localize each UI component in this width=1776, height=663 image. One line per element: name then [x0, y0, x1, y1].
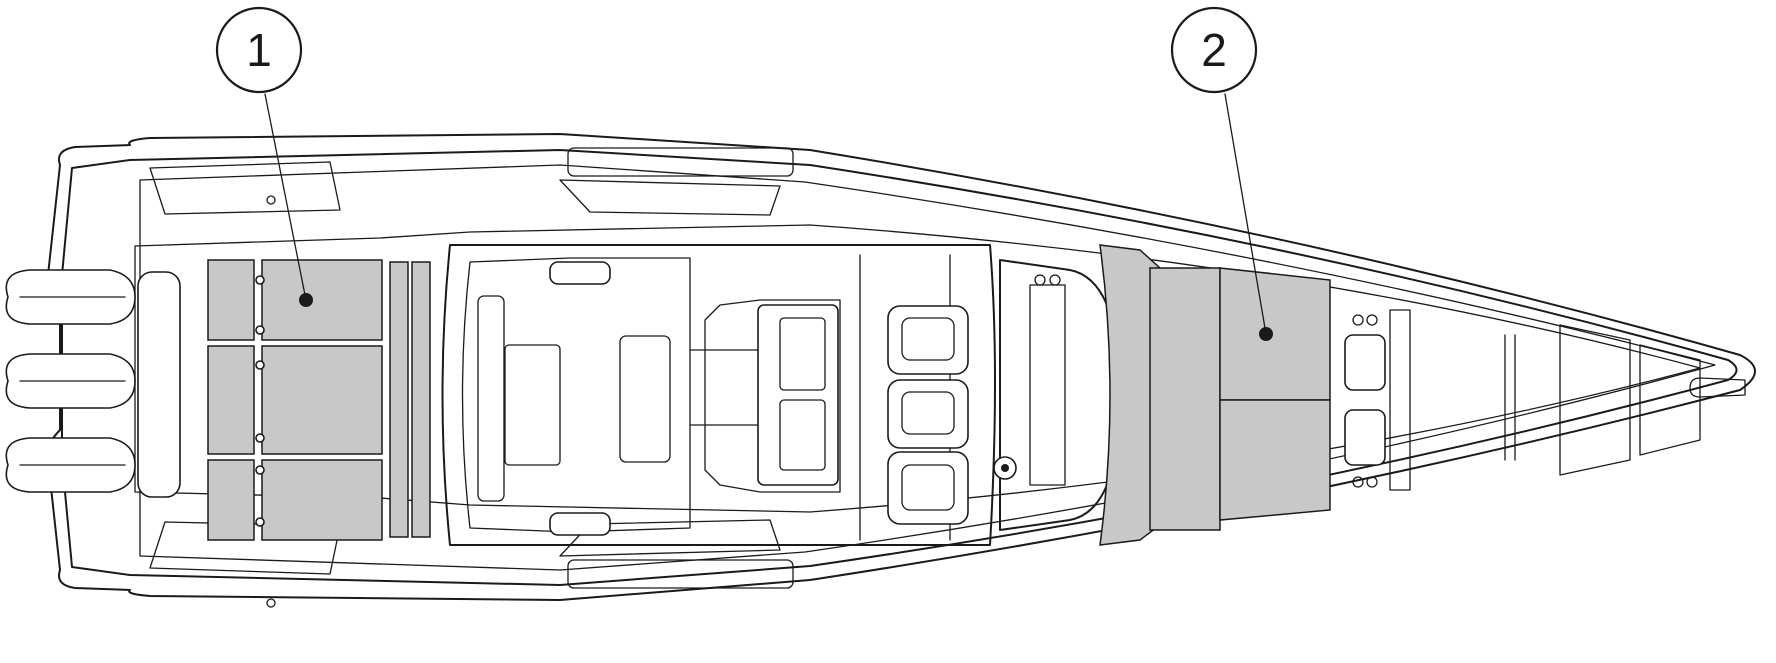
cockpit: [441, 244, 996, 546]
callout-1-number: 1: [246, 24, 272, 76]
helm-seats: [887, 305, 969, 525]
callout-1-circle: [215, 6, 303, 94]
helm-station: [704, 254, 951, 541]
callout-1-leader-line: [264, 93, 307, 301]
callout-2-leader-line: [1224, 93, 1267, 335]
hull-outline: [46, 133, 1756, 601]
callout-2-circle: [1170, 6, 1258, 94]
callout-2-target-dot: [1259, 327, 1273, 341]
outboard-engines: [5, 269, 136, 493]
aft-sunpad: [207, 259, 431, 541]
callout-2: 2: [1170, 6, 1273, 341]
forward-sunpad: [1099, 244, 1331, 546]
callout-1: 1: [215, 6, 313, 307]
callout-2-number: 2: [1201, 24, 1227, 76]
bow-lounge: [1344, 309, 1746, 491]
console: [993, 259, 1121, 531]
transom-bench: [137, 271, 181, 498]
callout-1-target-dot: [299, 293, 313, 307]
